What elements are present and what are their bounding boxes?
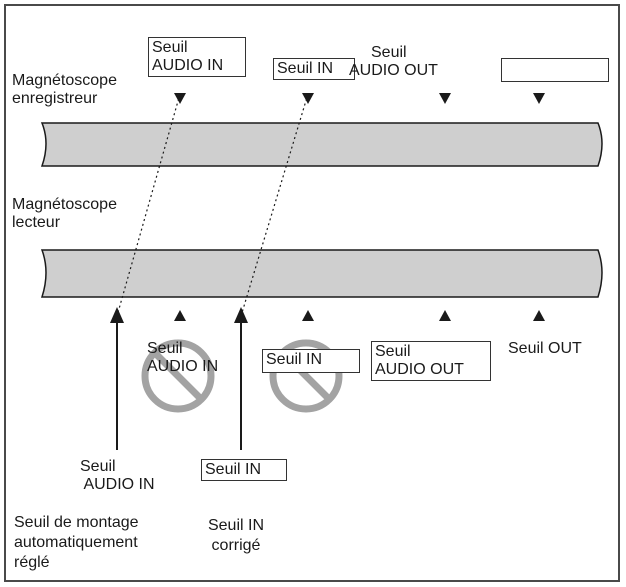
bottom-audio-in-label: Seuil AUDIO IN xyxy=(147,340,218,376)
player-audio-in-marker xyxy=(174,310,186,321)
corrected-in-box: Seuil IN xyxy=(201,459,287,481)
corrected-in-arrow-head xyxy=(234,307,248,323)
auto-audio-in-arrow-head xyxy=(110,307,124,323)
top-audio-in-box: Seuil AUDIO IN xyxy=(148,37,246,77)
top-in-box: Seuil IN xyxy=(273,58,355,80)
player-label-line1: Magnétoscope xyxy=(12,196,117,213)
auto-set-caption-line2: automatiquement xyxy=(14,534,138,551)
player-label: Magnétoscope lecteur xyxy=(12,196,117,232)
audio-in-dotted-link xyxy=(116,93,181,317)
recorder-out-marker xyxy=(533,93,545,104)
top-audio-out-line1: Seuil xyxy=(371,44,407,61)
top-audio-out-label: Seuil AUDIO OUT xyxy=(349,44,438,80)
corrected-caption-line2: corrigé xyxy=(211,537,261,554)
recorder-audio-out-marker xyxy=(439,93,451,104)
bottom-audio-in-line1: Seuil xyxy=(147,340,183,357)
top-audio-in-line2: AUDIO IN xyxy=(152,57,224,74)
bottom-out-label: Seuil OUT xyxy=(508,340,582,357)
recorder-audio-in-marker xyxy=(174,93,186,104)
bottom-audio-in-line2: AUDIO IN xyxy=(147,358,219,375)
auto-audio-in-line2: AUDIO IN xyxy=(83,476,155,493)
bottom-audio-out-line1: Seuil xyxy=(375,343,411,360)
in-dotted-link xyxy=(240,93,309,317)
auto-set-caption-line3: réglé xyxy=(14,554,50,571)
auto-set-caption: Seuil de montage automatiquement réglé xyxy=(14,513,139,573)
auto-set-caption-line1: Seuil de montage xyxy=(14,514,139,531)
corrected-caption-line1: Seuil IN xyxy=(207,517,265,534)
top-audio-in-line1: Seuil xyxy=(152,39,188,56)
player-out-marker xyxy=(533,310,545,321)
player-audio-out-marker xyxy=(439,310,451,321)
corrected-caption: Seuil IN corrigé xyxy=(196,516,276,556)
recorder-tape xyxy=(40,122,603,167)
bottom-audio-out-line2: AUDIO OUT xyxy=(375,361,464,378)
bottom-audio-out-box: Seuil AUDIO OUT xyxy=(371,341,491,381)
recorder-label-line2: enregistreur xyxy=(12,90,98,107)
bottom-in-box: Seuil IN xyxy=(262,349,360,373)
player-label-line2: lecteur xyxy=(12,214,61,231)
player-tape xyxy=(40,249,603,298)
recorder-label: Magnétoscope enregistreur xyxy=(12,72,117,108)
auto-audio-in-label: Seuil AUDIO IN xyxy=(74,458,164,494)
top-audio-out-line2: AUDIO OUT xyxy=(349,62,438,79)
auto-audio-in-line1: Seuil xyxy=(80,458,116,475)
prohibit-audio-in-icon xyxy=(141,339,215,413)
recorder-label-line1: Magnétoscope xyxy=(12,72,117,89)
player-in-marker xyxy=(302,310,314,321)
top-out-blank-box xyxy=(501,58,609,82)
recorder-in-marker xyxy=(302,93,314,104)
